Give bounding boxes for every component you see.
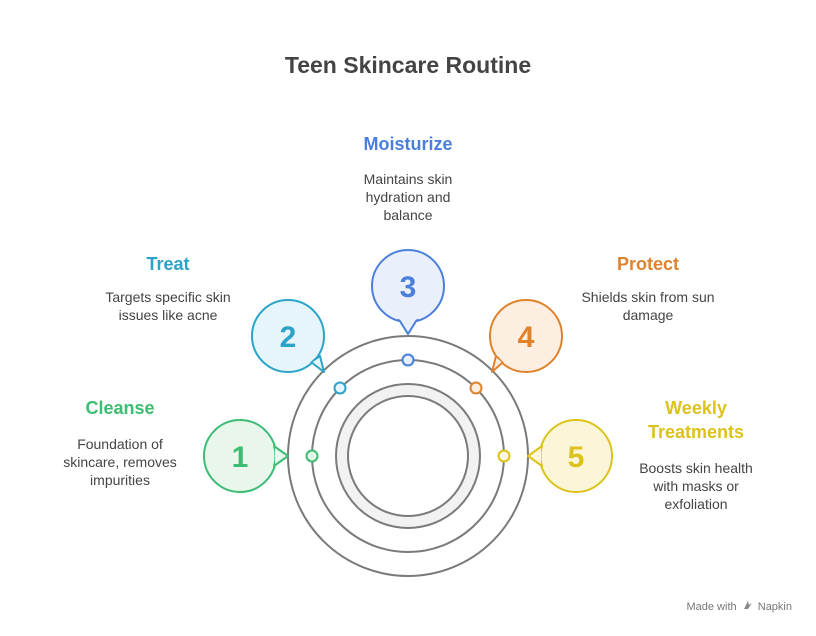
step-2-marker bbox=[333, 381, 347, 395]
step-2-title: Treat bbox=[146, 254, 190, 274]
step-2-bubble: 2 bbox=[251, 299, 325, 373]
step-4-marker bbox=[469, 381, 483, 395]
step-3-bubble: 3 bbox=[371, 249, 445, 335]
step-4-bubble: 4 bbox=[489, 299, 563, 373]
step-4-description: Shields skin from sun damage bbox=[581, 289, 715, 323]
step-4-number: 4 bbox=[518, 321, 535, 354]
step-2-number: 2 bbox=[280, 321, 297, 354]
inner-ring-core bbox=[347, 395, 469, 517]
made-with-napkin: Made with Napkin bbox=[686, 600, 792, 613]
step-5-title: Weekly Treatments bbox=[647, 398, 745, 442]
step-1-number: 1 bbox=[232, 441, 249, 474]
step-1-description: Foundation of skincare, removes impuriti… bbox=[63, 436, 177, 488]
step-4-title: Protect bbox=[616, 254, 679, 274]
step-1-bubble: 1 bbox=[203, 419, 289, 493]
center-rings bbox=[287, 335, 529, 577]
step-3-marker bbox=[401, 353, 415, 367]
diagram-title: Teen Skincare Routine bbox=[284, 52, 532, 78]
step-3-description: Maintains skin hydration and balance bbox=[363, 171, 453, 223]
step-3-number: 3 bbox=[400, 271, 417, 304]
step-1-marker bbox=[305, 449, 319, 463]
napkin-logo-icon bbox=[743, 600, 753, 613]
step-5-number: 5 bbox=[568, 441, 585, 474]
step-3-title: Moisturize bbox=[363, 134, 453, 154]
step-5-marker bbox=[497, 449, 511, 463]
footer-brand: Napkin bbox=[757, 601, 792, 613]
footer-label: Made with bbox=[686, 601, 737, 613]
step-1-title: Cleanse bbox=[85, 398, 155, 418]
step-5-bubble: 5 bbox=[527, 419, 613, 493]
step-2-description: Targets specific skin issues like acne bbox=[105, 289, 231, 323]
step-5-description: Boosts skin health with masks or exfolia… bbox=[639, 460, 753, 512]
